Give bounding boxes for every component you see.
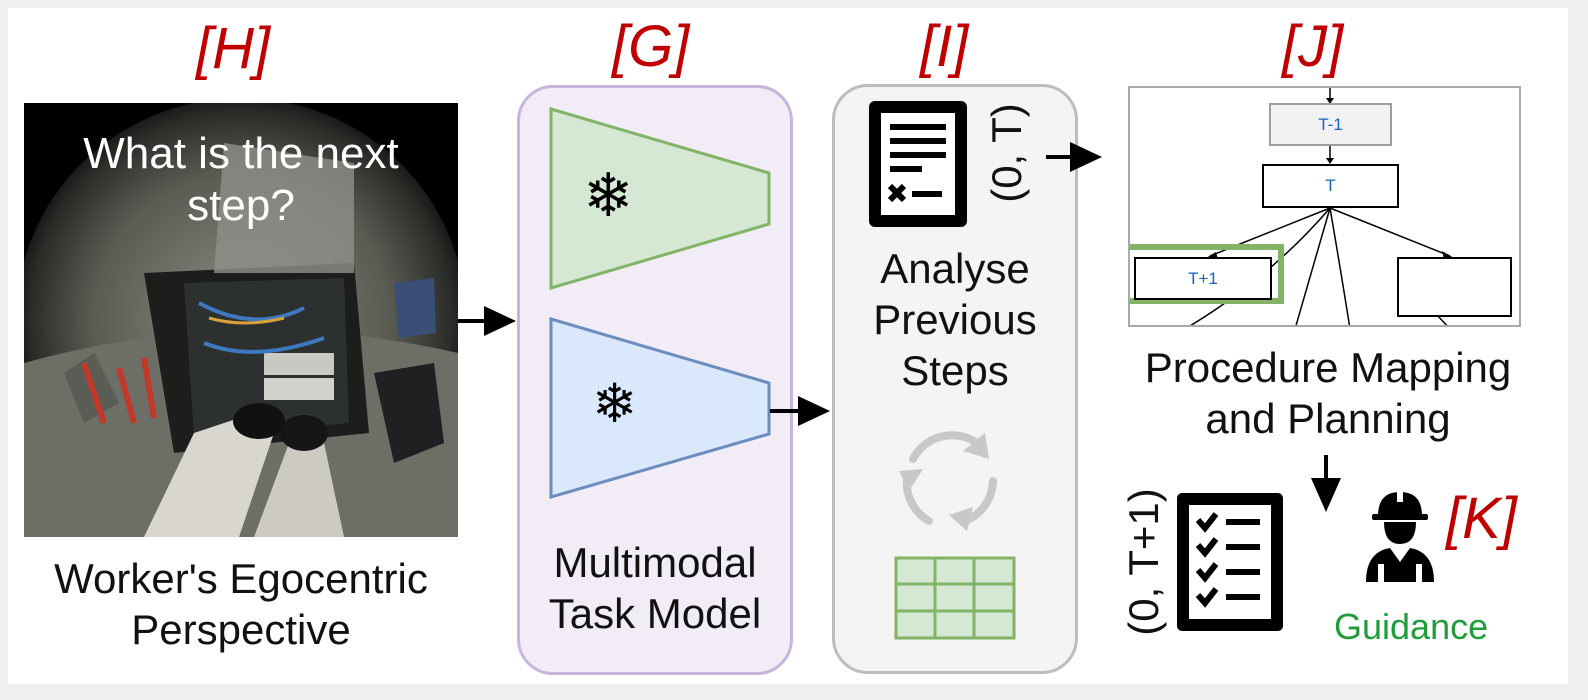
language-encoder-trapezoid	[549, 316, 771, 499]
perspective-caption-line-1: Worker's Egocentric	[54, 555, 428, 602]
snowflake-icon: ❄	[592, 374, 638, 434]
question-line-1: What is the next	[83, 129, 399, 178]
analysis-caption: Analyse Previous Steps	[832, 243, 1078, 397]
snowflake-icon: ❄	[583, 162, 634, 229]
task-model-caption-line-1: Multimodal	[553, 539, 757, 586]
vision-encoder-trapezoid	[549, 106, 771, 291]
procedure-tree: T-1 T T+1	[1128, 86, 1521, 327]
tree-node-prev: T-1	[1269, 103, 1392, 146]
perspective-caption: Worker's Egocentric Perspective	[4, 553, 478, 655]
tag-j: [J]	[1282, 14, 1344, 79]
guidance-range-label: (0, T+1)	[1120, 488, 1167, 636]
tree-node-current: T	[1262, 164, 1399, 208]
tag-g: [G]	[612, 14, 690, 79]
tag-i: [I]	[920, 14, 969, 79]
tree-node-alternative	[1397, 257, 1512, 317]
checklist-icon	[1177, 493, 1283, 631]
tag-k: [K]	[1446, 486, 1517, 551]
arrow-analysis-to-procedure	[1046, 142, 1102, 172]
procedure-caption-line-1: Procedure Mapping	[1144, 344, 1512, 391]
document-icon	[869, 101, 967, 227]
task-model-caption-line-2: Task Model	[548, 590, 762, 638]
arrow-procedure-to-guidance	[1311, 455, 1341, 512]
question-line-2: step?	[187, 180, 295, 230]
arrow-photo-to-model	[458, 306, 516, 336]
encoder-shapes	[549, 106, 771, 499]
task-model-caption: Multimodal Task Model	[517, 537, 793, 639]
table-grid-icon	[894, 556, 1016, 640]
perspective-caption-line-2: Perspective	[131, 606, 351, 654]
egocentric-photo	[24, 103, 458, 537]
arrow-model-to-analysis	[770, 396, 830, 426]
refresh-cycle-icon	[899, 431, 997, 531]
procedure-caption-line-2: and Planning	[1205, 395, 1451, 443]
guidance-label: Guidance	[1334, 606, 1489, 647]
analysis-caption-line-2: Previous	[873, 296, 1037, 344]
procedure-caption: Procedure Mapping and Planning	[1098, 342, 1558, 444]
worker-helmet-icon	[1366, 488, 1434, 582]
perspective-question: What is the next step?	[24, 128, 458, 232]
tree-node-next: T+1	[1134, 257, 1272, 300]
next-step-highlight	[1130, 244, 1284, 304]
analysis-caption-line-3: Steps	[901, 347, 1009, 395]
tag-h: [H]	[196, 16, 271, 81]
analysis-caption-line-1: Analyse	[880, 245, 1030, 292]
workstation-scene-illustration	[24, 103, 458, 537]
